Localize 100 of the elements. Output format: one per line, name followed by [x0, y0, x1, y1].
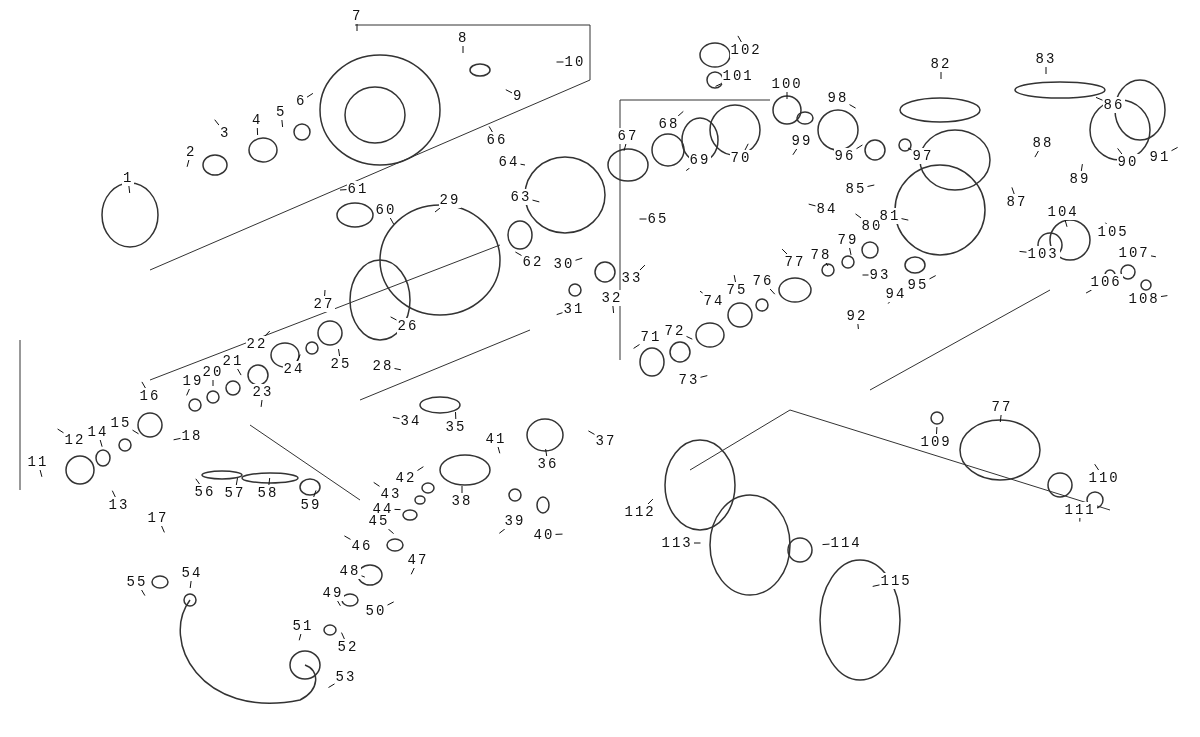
- leader-line: [1045, 66, 1047, 75]
- leader-line: [825, 262, 829, 267]
- leader-line: [361, 575, 366, 578]
- leader-line: [1011, 186, 1015, 195]
- leader-line: [936, 426, 938, 435]
- leader-line: [1064, 219, 1068, 228]
- leader-line: [514, 251, 522, 256]
- leader-line: [575, 257, 583, 261]
- leader-line: [39, 469, 43, 478]
- leader-line: [99, 439, 103, 448]
- callout-number: 1: [122, 170, 135, 186]
- leader-line: [786, 91, 788, 100]
- leader-line: [394, 508, 401, 511]
- leader-line: [141, 589, 146, 597]
- leader-line: [1160, 295, 1168, 298]
- leader-line: [545, 448, 548, 457]
- leader-line: [623, 143, 627, 152]
- leader-line: [1105, 222, 1107, 225]
- leader-line: [612, 305, 615, 314]
- leader-line: [324, 289, 326, 297]
- leader-line: [281, 119, 284, 128]
- leader-line: [857, 323, 859, 330]
- leader-line: [901, 218, 909, 221]
- leader-line: [1034, 150, 1039, 158]
- leader-line: [587, 430, 595, 435]
- leader-line: [212, 379, 214, 387]
- leader-line: [237, 368, 242, 376]
- leader-line: [387, 528, 395, 535]
- leader-line: [186, 388, 190, 396]
- callout-number: 49: [321, 585, 345, 601]
- leader-line: [633, 344, 640, 349]
- leader-line: [390, 316, 397, 321]
- leader-line: [57, 428, 64, 434]
- leader-line: [313, 489, 317, 498]
- leader-line: [520, 163, 526, 166]
- leader-line: [556, 312, 563, 316]
- leader-line: [339, 189, 347, 191]
- callout-number: 86: [1102, 97, 1126, 113]
- leader-line: [356, 23, 358, 32]
- leader-line: [337, 600, 341, 607]
- leader-line: [532, 199, 540, 203]
- leader-line: [328, 683, 335, 688]
- leader-line: [677, 110, 684, 117]
- leader-line: [434, 207, 441, 213]
- leader-line: [733, 274, 736, 283]
- leader-line: [128, 185, 131, 194]
- leader-line: [940, 71, 942, 80]
- leader-line: [387, 601, 395, 606]
- leader-line: [1080, 163, 1083, 172]
- leader-line: [808, 203, 816, 207]
- leader-line: [296, 354, 301, 362]
- leader-line: [686, 335, 693, 340]
- leader-line: [556, 61, 564, 63]
- callout-number: 27: [312, 296, 336, 312]
- leader-line: [1019, 250, 1027, 253]
- leader-line: [715, 83, 722, 87]
- leader-line: [1117, 147, 1123, 155]
- leader-line: [141, 381, 146, 389]
- leader-line: [639, 264, 646, 271]
- leader-line: [907, 147, 912, 151]
- leader-line: [862, 274, 869, 276]
- leader-line: [855, 213, 862, 219]
- leader-line: [781, 248, 788, 255]
- leader-line: [699, 290, 704, 294]
- leader-line: [693, 542, 701, 544]
- leader-line: [867, 184, 875, 187]
- leader-line: [1094, 463, 1100, 471]
- leader-line: [186, 159, 190, 168]
- leader-line: [647, 498, 654, 505]
- leader-line: [700, 375, 708, 378]
- leader-line: [298, 633, 302, 641]
- leader-line: [999, 414, 1002, 423]
- leader-line: [264, 330, 271, 337]
- leader-line: [394, 368, 402, 371]
- callout-number: 32: [600, 290, 624, 306]
- leader-line: [849, 104, 857, 109]
- leader-line: [417, 466, 424, 471]
- leader-line: [455, 411, 457, 420]
- leader-line: [461, 485, 463, 494]
- leader-line: [268, 477, 271, 486]
- leader-line: [488, 125, 493, 133]
- leader-line: [256, 127, 259, 136]
- leader-line: [132, 429, 139, 435]
- leader-line: [822, 543, 830, 546]
- leader-line: [505, 89, 513, 94]
- leader-line: [392, 416, 400, 420]
- leader-line: [306, 92, 314, 98]
- leader-line: [410, 567, 415, 575]
- leader-line: [872, 584, 880, 587]
- leader-line: [887, 301, 890, 305]
- leader-line: [195, 478, 200, 485]
- callout-number: 106: [1089, 274, 1123, 290]
- leader-line: [1171, 146, 1179, 152]
- leader-line: [111, 490, 116, 498]
- callout-number: 48: [338, 563, 362, 579]
- leader-line: [849, 247, 852, 256]
- leader-line: [498, 528, 506, 534]
- leader-line: [1079, 517, 1081, 523]
- callout-number: 69: [688, 152, 712, 168]
- leader-line: [1095, 96, 1103, 101]
